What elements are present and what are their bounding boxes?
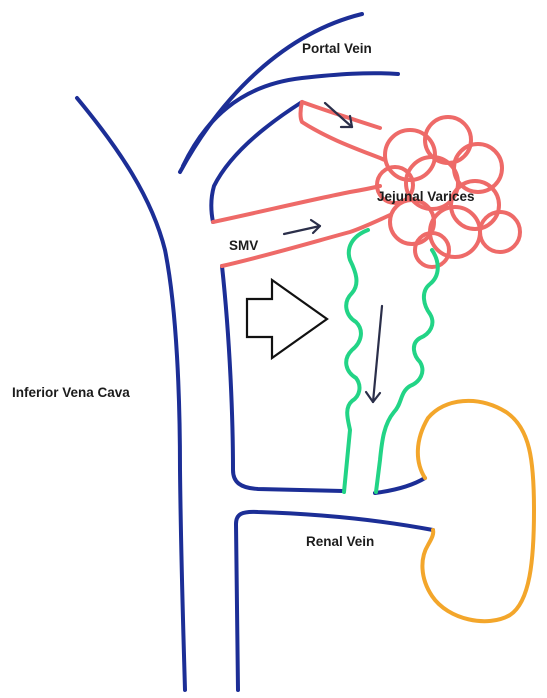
label-portal-vein: Portal Vein bbox=[302, 41, 372, 56]
collateral-vessel bbox=[344, 230, 438, 492]
direction-block-arrow-icon bbox=[247, 280, 327, 358]
label-renal-vein: Renal Vein bbox=[306, 534, 374, 549]
label-jejunal-varices: Jejunal Varices bbox=[377, 189, 475, 204]
upper-feeder-top bbox=[302, 102, 380, 128]
label-smv: SMV bbox=[229, 238, 258, 253]
collateral-left-wall bbox=[344, 230, 368, 492]
upper-feeder-bottom bbox=[301, 102, 386, 160]
flow-arrow-icon bbox=[325, 103, 352, 127]
smv-top-wall bbox=[213, 186, 380, 222]
flow-arrow-upper bbox=[325, 103, 352, 127]
collateral-right-wall bbox=[376, 250, 438, 492]
flow-arrow-collateral bbox=[366, 306, 382, 402]
kidney bbox=[418, 401, 534, 621]
portal-trunk-left bbox=[180, 14, 362, 172]
flow-arrow-icon bbox=[373, 306, 382, 402]
label-ivc: Inferior Vena Cava bbox=[12, 385, 130, 400]
ivc-vessel bbox=[77, 14, 433, 690]
flow-arrow-smv bbox=[284, 220, 320, 234]
varix-loop bbox=[480, 212, 520, 252]
varix-loop bbox=[390, 200, 434, 244]
renal-junction-right bbox=[375, 478, 425, 493]
